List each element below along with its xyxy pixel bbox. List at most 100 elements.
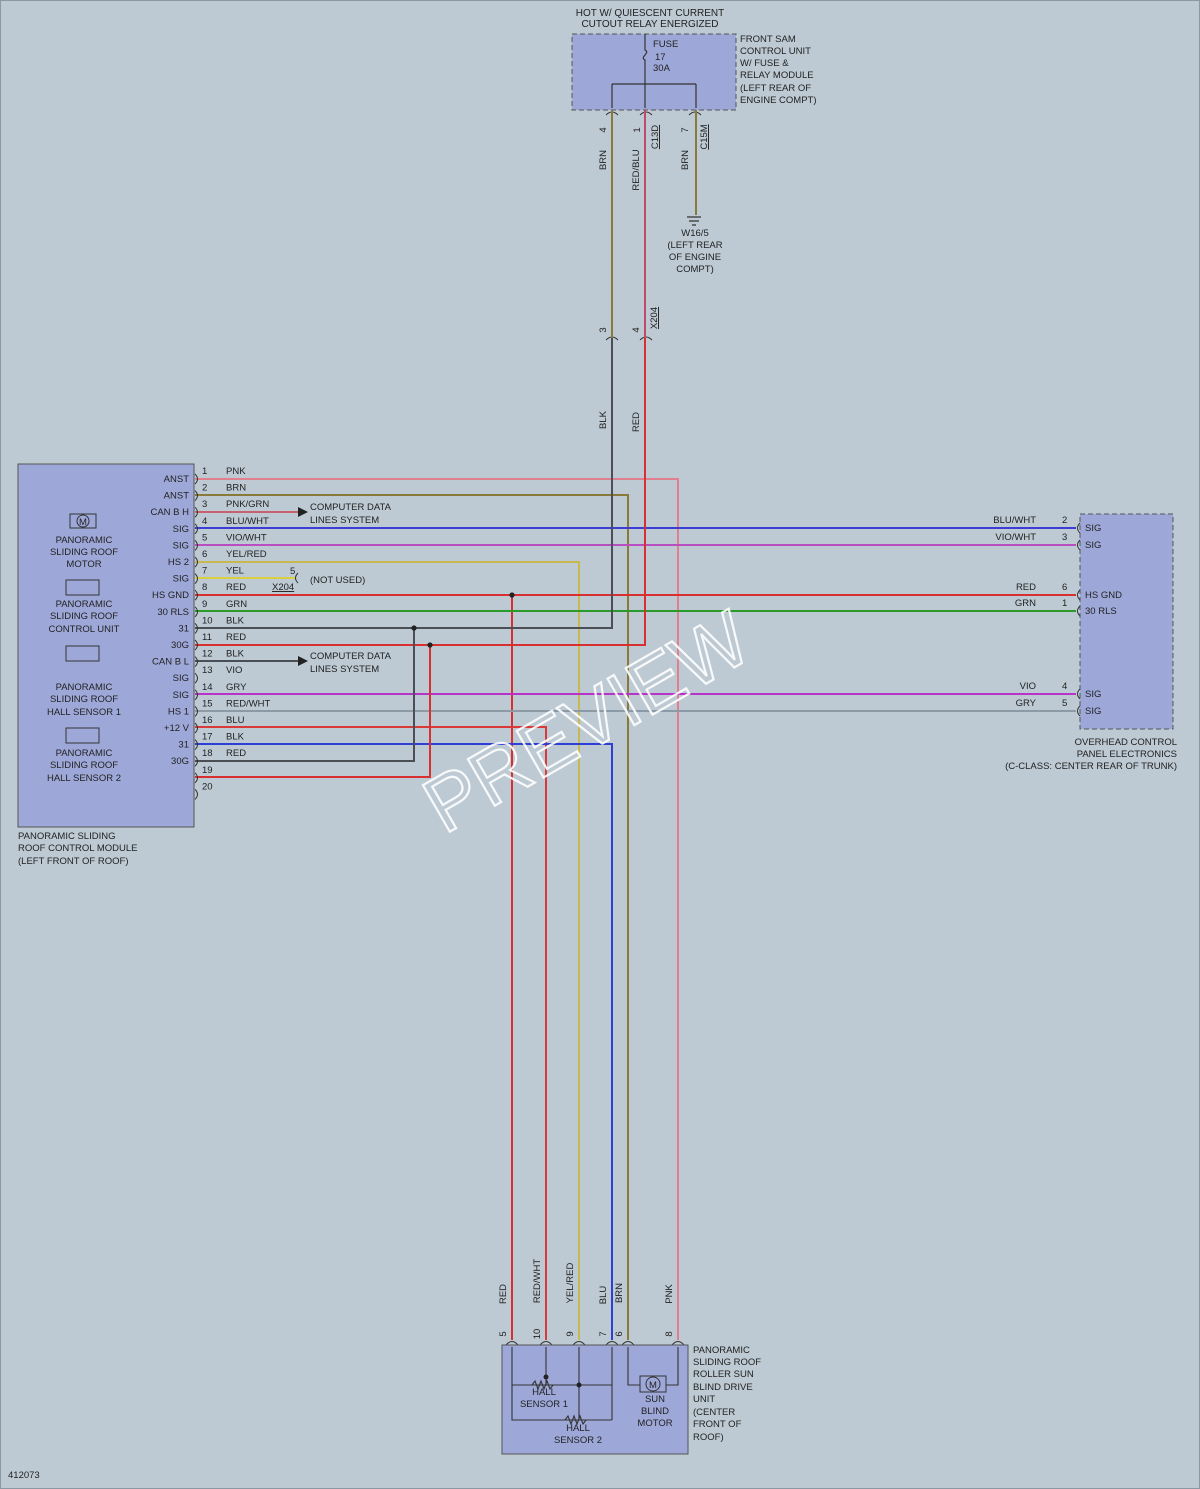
figure-id: 412073 [8, 1470, 40, 1481]
overhead-pin-function: 30 RLS [1085, 606, 1117, 617]
drive-connector-icon [572, 1341, 586, 1346]
pin-connector-icon [194, 606, 198, 618]
overhead-wire-color: VIO [1020, 681, 1036, 692]
pin-function: HS 1 [168, 706, 189, 717]
pin-number: 9 [202, 599, 207, 610]
hall2-line0: HALL [566, 1423, 590, 1434]
pin-connector-icon [194, 506, 198, 518]
sam-wire-red-blu: RED/BLU [631, 149, 642, 190]
overhead-connector-icon [1077, 705, 1081, 717]
comp-motor-0: PANORAMIC [56, 535, 113, 546]
pin-function: 31 [178, 623, 189, 634]
hot-label-line2: CUTOUT RELAY ENERGIZED [581, 19, 718, 30]
sam-label-1: CONTROL UNIT [740, 46, 811, 57]
pin-wire-color: RED [226, 632, 246, 643]
module-caption-0: PANORAMIC SLIDING [18, 831, 115, 842]
comp-hs2-1: SLIDING ROOF [50, 760, 118, 771]
pin-wire-color: RED/WHT [226, 698, 271, 709]
panoramic-roof-control-module: M PANORAMIC SLIDING ROOF MOTOR PANORAMIC… [17, 463, 271, 867]
sam-label-4: (LEFT REAR OF [740, 83, 811, 94]
sliding-roof-motor-icon: M [69, 513, 97, 529]
sam-label-0: FRONT SAM [740, 34, 796, 45]
drive-caption-1: SLIDING ROOF [693, 1357, 761, 1368]
pin-function: 31 [178, 740, 189, 751]
pin-wire-color: BLU/WHT [226, 516, 269, 527]
wire-pin17-blk [195, 628, 415, 762]
not-used-pin: 5 [290, 566, 295, 577]
pin-wire-color: RED [226, 748, 246, 759]
x204-pin-3: 3 [598, 327, 609, 332]
not-used-text: (NOT USED) [310, 575, 365, 586]
wire-pin6-yel-red [195, 561, 580, 1340]
fuse-icon [642, 34, 648, 84]
drive-pin-number: 8 [664, 1331, 675, 1336]
drive-connector-icon [621, 1341, 635, 1346]
wire-pin18-red [195, 645, 431, 778]
pin-number: 5 [202, 532, 207, 543]
module-pin-row: 19 [194, 765, 213, 784]
sam-pin-1: 1 [632, 127, 643, 132]
overhead-wire-color: BLU/WHT [993, 515, 1036, 526]
pin-connector-icon [194, 672, 198, 684]
comp-hs1-1: SLIDING ROOF [50, 694, 118, 705]
module-caption-2: (LEFT FRONT OF ROOF) [18, 856, 128, 867]
pin-wire-color: BLK [226, 732, 245, 743]
hall-sensor-1-resistor-icon [531, 1379, 554, 1391]
drive-caption-6: FRONT OF [693, 1419, 742, 1430]
pin-number: 15 [202, 698, 213, 709]
pin-connector-icon [194, 473, 198, 485]
overhead-pin-number: 4 [1062, 681, 1067, 692]
pin-wire-color: BLK [226, 649, 245, 660]
ground-icon [687, 216, 701, 226]
x204-label: X204 [649, 307, 660, 329]
hall-sensor-2-resistor-icon [564, 1414, 587, 1426]
pin-wire-color: VIO/WHT [226, 532, 267, 543]
pin-wire-color: BLK [226, 615, 245, 626]
pin-number: 16 [202, 715, 213, 726]
module-caption-1: ROOF CONTROL MODULE [18, 843, 137, 854]
overhead-pin-function: SIG [1085, 540, 1101, 551]
x204-wire-blk: BLK [598, 410, 609, 429]
overhead-pin-number: 3 [1062, 532, 1067, 543]
drive-pin-number: 6 [614, 1331, 625, 1336]
data-lines-2-line1: COMPUTER DATA [310, 651, 392, 662]
comp-hs2-0: PANORAMIC [56, 748, 113, 759]
front-sam-control-unit: HOT W/ QUIESCENT CURRENT CUTOUT RELAY EN… [571, 8, 817, 191]
overhead-pin-number: 2 [1062, 515, 1067, 526]
drive-connector-icon [671, 1341, 685, 1346]
overhead-pin-function: SIG [1085, 689, 1101, 700]
drive-caption-7: ROOF) [693, 1432, 724, 1443]
sam-pin-7: 7 [680, 127, 691, 132]
pin-function: +12 V [164, 723, 190, 734]
drive-pin-number: 10 [532, 1329, 543, 1340]
pin-function: ANST [164, 474, 190, 485]
pin-number: 8 [202, 582, 207, 593]
drive-connector-icon [539, 1341, 553, 1346]
pin-connector-icon [194, 540, 198, 551]
drive-caption-2: ROLLER SUN [693, 1369, 754, 1380]
overhead-caption-1: PANEL ELECTRONICS [1077, 749, 1177, 760]
pin-number: 1 [202, 466, 207, 477]
pin-wire-color: BRN [226, 483, 246, 494]
pin-function: ANST [164, 491, 190, 502]
pin-connector-icon [194, 556, 198, 568]
overhead-pin-number: 6 [1062, 582, 1067, 593]
sam-pin-4: 4 [598, 127, 609, 132]
ground-line-1: OF ENGINE [669, 252, 721, 263]
splice-red-hsgnd [509, 592, 515, 598]
pin-connector-icon [194, 772, 198, 784]
pin-function: 30 RLS [157, 607, 189, 618]
hall-sensor-1-icon [65, 645, 100, 662]
